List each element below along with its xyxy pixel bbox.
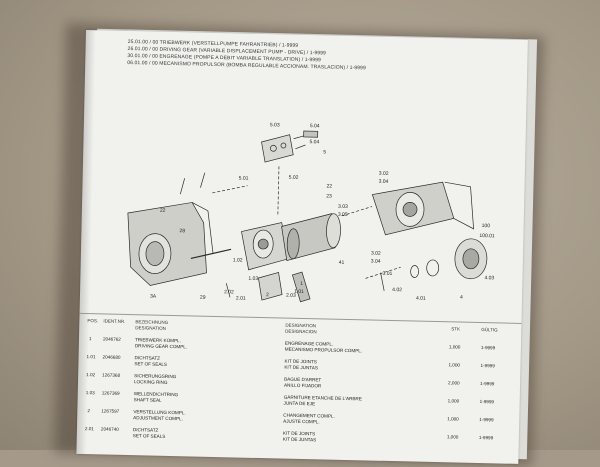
cell-qty: 1,000 <box>447 398 460 404</box>
cell-ident: 2046680 <box>102 354 121 360</box>
callout-5-01: 5.01 <box>239 176 249 182</box>
cell-en: LOCKING RING <box>133 379 168 385</box>
callout-5: 5 <box>323 149 326 155</box>
callout-4-01: 4.01 <box>416 296 426 302</box>
callout-1-02: 1.02 <box>233 257 243 263</box>
callout-28: 28 <box>179 228 185 234</box>
cell-ident: 1267597 <box>101 408 120 414</box>
cell-qty: 1,000 <box>448 344 461 350</box>
callout-3-02b: 3.02 <box>371 251 381 257</box>
cell-en: SET OF SEALS <box>132 433 166 439</box>
callout-1: 1 <box>300 281 303 287</box>
catalog-page: 25.01.00 / 00 TRIEBWERK (VERSTELLPUMPE F… <box>76 30 528 464</box>
cell-es: MECANISMO PROPULSOR COMPL. <box>284 346 363 354</box>
callout-3-02a: 3.02 <box>379 171 389 177</box>
callout-2-01: 2.01 <box>236 295 246 301</box>
cell-ident: 2046740 <box>100 426 119 432</box>
callout-4: 4 <box>460 295 463 301</box>
col-head-designation: DESIGNATION DESIGNACION <box>285 323 317 336</box>
cell-valid: 1-9999 <box>478 435 494 441</box>
cell-qty: 1,000 <box>446 434 459 440</box>
callout-4-03: 4.03 <box>484 275 494 281</box>
cell-es: KIT DE JUNTAS <box>282 436 317 443</box>
callout-3-04a: 3.04 <box>379 179 389 185</box>
exploded-view-diagram: 5.03 5.04 5 5.02 5.01 5.04 41 1.02 1.03 … <box>127 122 495 303</box>
col-head-gultig: GÜLTIG <box>481 327 498 333</box>
callout-3-03: 3.03 <box>338 204 348 210</box>
col-head-pos: POS. <box>87 318 99 324</box>
callout-5-03: 5.03 <box>270 122 280 128</box>
cell-ident: 1267369 <box>101 390 120 396</box>
col-head-stk: STK <box>451 326 461 332</box>
cell-pos: 1.03 <box>85 390 95 396</box>
cell-valid: 1-9999 <box>479 399 495 405</box>
callout-2-02: 2.02 <box>224 289 234 295</box>
cell-pos: 2 <box>87 408 90 414</box>
callout-5-02: 5.02 <box>289 175 299 181</box>
page-header: 25.01.00 / 00 TRIEBWERK (VERSTELLPUMPE F… <box>127 39 508 76</box>
cell-valid: 1-9999 <box>480 363 495 369</box>
callout-5-04b: 5.04 <box>309 139 319 145</box>
callout-4-02: 4.02 <box>392 287 402 293</box>
callout-41: 41 <box>339 260 345 266</box>
callout-2: 2 <box>266 292 269 298</box>
cell-valid: 1-9999 <box>480 381 495 387</box>
col-head-bezeichnung: BEZEICHNUNG DESIGNATION <box>135 319 168 332</box>
callout-3-05: 3.05 <box>338 212 348 218</box>
cell-es: KIT DE JUNTAS <box>284 364 318 371</box>
callout-5-04a: 5.04 <box>310 123 320 129</box>
callout-22b: 22 <box>326 183 332 189</box>
cell-pos: 1.01 <box>86 354 96 360</box>
col-head-designacion-label: DESIGNACION <box>285 328 317 335</box>
cell-valid: 1-9999 <box>479 417 494 423</box>
cell-en: SET OF SEALS <box>134 361 168 367</box>
cell-en: SHAFT SEAL <box>133 397 162 403</box>
cell-ident: 2046762 <box>102 336 121 342</box>
col-head-designation-de: DESIGNATION <box>135 325 166 331</box>
callout-2-03: 2.03 <box>286 293 296 299</box>
cell-qty: 1,000 <box>447 416 459 422</box>
callout-3-04b: 3.04 <box>371 259 381 265</box>
cell-pos: 1 <box>88 336 92 342</box>
cell-es: JUNTA DE EJE <box>283 400 316 407</box>
cell-en: ADJUSTMENT COMPL. <box>133 415 183 422</box>
col-head-ident: IDENT.NR. <box>103 318 126 324</box>
callout-1-01: 1.01 <box>294 289 304 295</box>
cell-qty: 1,000 <box>448 362 461 368</box>
callout-100: 100 <box>482 223 491 229</box>
cell-ident: 1267368 <box>102 372 121 378</box>
cell-en: DRIVING GEAR COMPL. <box>134 343 188 350</box>
callout-22a: 22 <box>160 208 166 214</box>
callout-1-03: 1.03 <box>248 276 258 282</box>
cell-pos: 2.01 <box>84 426 94 432</box>
cell-es: AJUSTE COMPL. <box>283 418 320 425</box>
callout-23: 23 <box>326 193 332 199</box>
callout-3-01: 3.01 <box>382 271 392 277</box>
parts-table: 1 2046762 TRIEBWERK KOMPL. DRIVING GEAR … <box>79 336 521 442</box>
callout-29: 29 <box>200 295 206 301</box>
cell-qty: 2,000 <box>448 380 460 386</box>
cell-valid: 1-9999 <box>480 345 496 351</box>
cell-pos: 1.02 <box>86 372 96 378</box>
callout-100-01: 100.01 <box>479 233 495 239</box>
callout-3a: 3A <box>150 294 157 300</box>
cell-es: ANILLO FIJADOR <box>283 382 322 389</box>
